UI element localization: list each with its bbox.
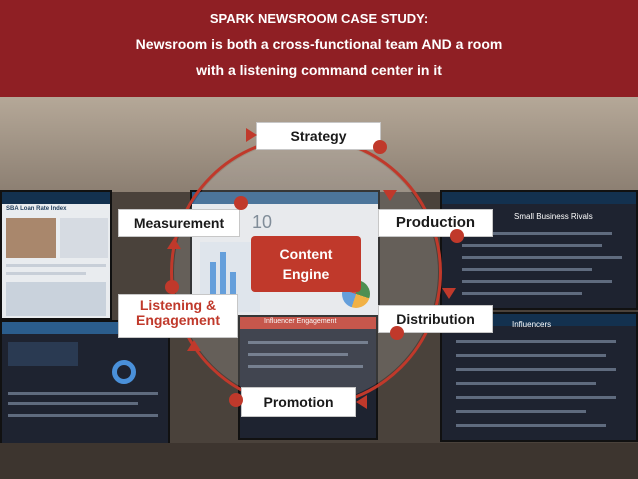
connector-dot-measurement	[234, 196, 248, 210]
banner-title: SPARK NEWSROOM CASE STUDY:	[209, 11, 429, 26]
content-engine-box: Content Engine	[251, 236, 361, 292]
connector-dot-production	[450, 229, 464, 243]
stage-promotion: Promotion	[241, 387, 356, 417]
screen-small-business-rivals: Small Business Rivals	[440, 190, 638, 310]
screen-sba-title: SBA Loan Rate Index	[6, 206, 67, 212]
content-engine-line-1: Content	[279, 246, 333, 262]
arrowhead-distribution	[442, 288, 456, 299]
connector-dot-strategy	[373, 140, 387, 154]
header-banner: SPARK NEWSROOM CASE STUDY: Newsroom is b…	[0, 0, 638, 97]
banner-subtitle-line-2: with a listening command center in it	[196, 62, 442, 78]
banner-subtitle-line-1: Newsroom is both a cross-functional team…	[135, 36, 503, 52]
screen-campaign-dashboard	[0, 320, 170, 445]
floor	[0, 443, 638, 479]
stage-listening-engagement: Listening & Engagement	[118, 294, 238, 338]
arrowhead-strategy	[246, 128, 257, 142]
arrowhead-listening	[187, 340, 201, 351]
screen-influencers-title: Influencers	[512, 320, 552, 329]
connector-dot-distribution	[390, 326, 404, 340]
screen-rivals-title: Small Business Rivals	[514, 212, 593, 221]
arrowhead-measurement	[167, 238, 181, 249]
stage-listening-line-2: Engagement	[135, 312, 220, 329]
arrowhead-promotion	[356, 395, 367, 409]
content-engine-line-2: Engine	[282, 266, 330, 282]
connector-dot-listening	[165, 280, 179, 294]
stage-listening-line-1: Listening &	[139, 297, 217, 313]
stage-production: Production	[378, 209, 493, 237]
screen-donut-chart	[112, 360, 136, 384]
screen-influencers: Influencers	[440, 312, 638, 442]
arrowhead-production	[383, 190, 397, 201]
connector-dot-promotion	[229, 393, 243, 407]
stage-strategy: Strategy	[256, 122, 381, 150]
screen-sba-dashboard: SBA Loan Rate Index	[0, 190, 112, 320]
stage-measurement: Measurement	[118, 209, 240, 237]
